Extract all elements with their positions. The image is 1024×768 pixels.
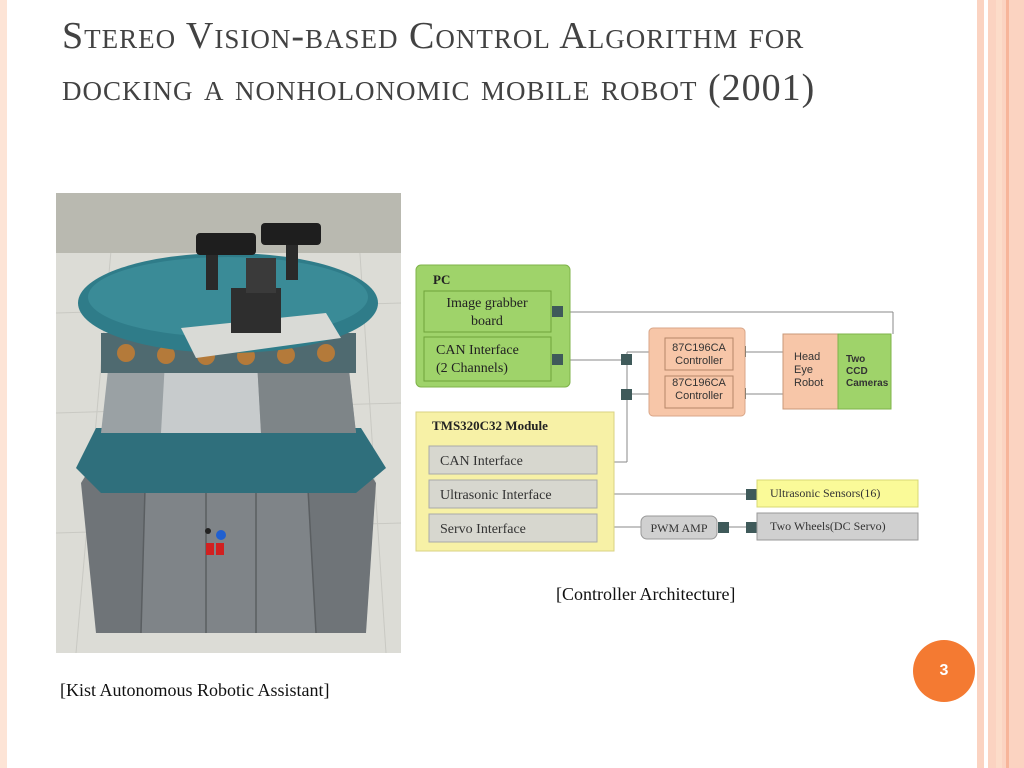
tms-servo-label: Servo Interface: [440, 522, 526, 537]
head-line3: Robot: [794, 377, 823, 389]
tms-can-box: [428, 445, 598, 475]
tms-can-label: CAN Interface: [440, 454, 523, 469]
controller-1-line1: 87C196CA: [672, 342, 726, 354]
photo-caption: [Kist Autonomous Robotic Assistant]: [60, 680, 330, 700]
pc-can-box: [423, 336, 552, 382]
connector-lines: [558, 311, 894, 528]
pc-label: PC: [433, 272, 450, 287]
controller-architecture-diagram: PC Image grabber board CAN Interface (2 …: [413, 262, 923, 582]
head-line2: Eye: [794, 364, 813, 376]
image-grabber-line2: board: [471, 314, 503, 329]
cameras-line2: CCD: [846, 366, 868, 377]
pwm-amp-box: [640, 515, 718, 540]
controller-1-box: [664, 337, 734, 371]
page-number-badge: 3: [913, 640, 975, 702]
controller-2-box: [664, 375, 734, 409]
robot-photo: [56, 193, 401, 653]
two-wheels-box: [756, 512, 919, 541]
image-grabber-box: [423, 290, 552, 333]
head-eye-robot-box: [782, 333, 839, 410]
controller-1-line2: Controller: [675, 355, 723, 367]
left-border-decoration: [0, 0, 7, 768]
pc-can-line1: CAN Interface: [436, 343, 519, 358]
pc-can-line2: (2 Channels): [436, 361, 508, 376]
tms-servo-box: [428, 513, 598, 543]
slide-title: Stereo Vision-based Control Algorithm fo…: [62, 15, 816, 109]
tms-label: TMS320C32 Module: [432, 418, 548, 433]
cameras-line3: Cameras: [846, 378, 889, 389]
tms-ultrasonic-box: [428, 479, 598, 509]
two-wheels-label: Two Wheels(DC Servo): [770, 519, 886, 533]
controller-2-line2: Controller: [675, 390, 723, 402]
pwm-amp-label: PWM AMP: [650, 521, 707, 535]
controller-2-line1: 87C196CA: [672, 377, 726, 389]
right-stripe-decoration: [1006, 0, 1009, 768]
tms-ultrasonic-label: Ultrasonic Interface: [440, 488, 552, 503]
cameras-line1: Two: [846, 354, 865, 365]
head-line1: Head: [794, 351, 820, 363]
right-stripe-decoration: [996, 0, 1002, 768]
image-grabber-line1: Image grabber: [446, 296, 528, 311]
diagram-caption: [Controller Architecture]: [556, 584, 736, 604]
ultrasonic-sensors-label: Ultrasonic Sensors(16): [770, 486, 880, 500]
ultrasonic-sensors-box: [756, 479, 919, 508]
right-stripe-decoration: [977, 0, 984, 768]
ccd-cameras-box: [837, 333, 892, 410]
